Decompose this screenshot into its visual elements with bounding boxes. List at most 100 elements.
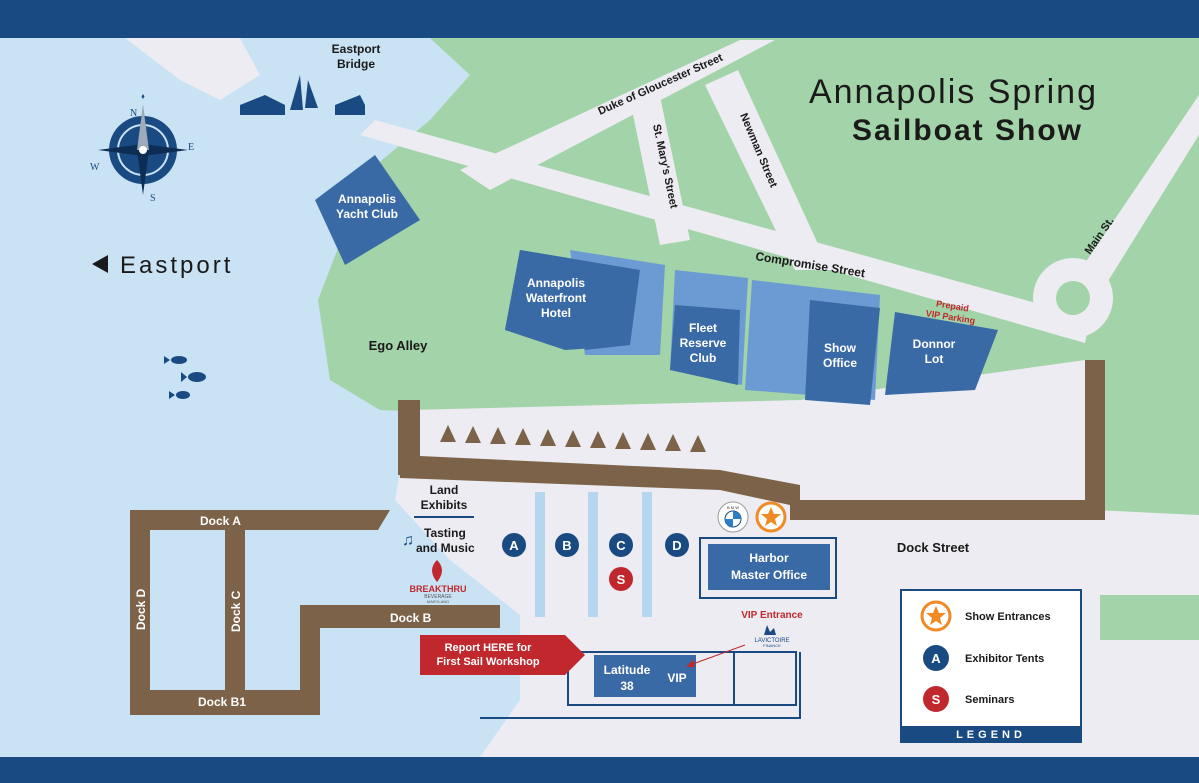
tent-c-marker <box>609 533 633 557</box>
compass-rose-icon <box>98 94 188 195</box>
bmw-text: B M W <box>727 505 739 510</box>
legend-label-seminars: Seminars <box>965 694 1015 706</box>
dock-a-label: Dock A <box>200 514 241 528</box>
walkway-outline <box>480 652 801 719</box>
land-exhibits-label-1: Land <box>430 483 459 497</box>
harbor-master-office <box>708 544 830 590</box>
lavictoire-logo-1: LAVICTOIRE <box>754 638 789 644</box>
show-entrance-star-icon <box>755 501 787 533</box>
st-marys-road <box>632 96 690 245</box>
tent-c-letter: C <box>616 538 626 553</box>
eastport-label: Eastport <box>120 252 233 279</box>
lavictoire-logo-icon <box>764 625 776 635</box>
bridge-shoal <box>125 38 260 100</box>
land-east <box>1100 595 1199 640</box>
breakthru-logo-3: MARYLAND <box>427 599 449 604</box>
yacht-club-label-2: Yacht Club <box>336 207 398 221</box>
vip-area-outline <box>567 651 797 706</box>
tent-markers: A B C D S <box>502 533 689 591</box>
tent-a-marker <box>502 533 526 557</box>
waterfront-hotel-front <box>505 250 640 350</box>
dock-c-pier <box>225 528 245 693</box>
lavictoire-logo-2: FINANCE <box>763 643 781 648</box>
donnor-label-1: Donnor <box>913 337 956 351</box>
report-here-banner: Report HERE for First Sail Workshop <box>420 635 585 675</box>
tent-b-marker <box>555 533 579 557</box>
legend-tent-letter: A <box>931 651 941 666</box>
roundabout-island <box>1056 281 1090 315</box>
latitude-label-2: 38 <box>620 679 634 693</box>
slip <box>640 433 656 450</box>
compass-s: S <box>150 193 156 204</box>
legend-seminar-marker <box>923 686 949 712</box>
compromise-street-road <box>360 120 1090 343</box>
fleet-label-1: Fleet <box>689 321 717 335</box>
slip <box>515 428 531 445</box>
legend-label-tents: Exhibitor Tents <box>965 653 1044 665</box>
slip <box>615 432 631 449</box>
tent-rows <box>535 492 652 617</box>
legend-tent-marker <box>923 645 949 671</box>
dock-street-label: Dock Street <box>897 540 970 555</box>
dock-d-label: Dock D <box>134 588 148 630</box>
tent-row <box>642 492 652 617</box>
show-office-label-1: Show <box>824 341 857 355</box>
bmw-logo: B M W <box>717 501 749 533</box>
hotel-label-2: Waterfront <box>526 291 586 305</box>
newman-road <box>705 70 830 270</box>
fish-icon <box>164 356 206 399</box>
latitude-label-1: Latitude <box>604 663 651 677</box>
vip-entrance-label: VIP Entrance <box>741 610 803 621</box>
tent-b-letter: B <box>562 538 571 553</box>
dock-c-label: Dock C <box>229 590 243 632</box>
donnor-lot <box>885 312 998 395</box>
seminar-letter: S <box>617 572 626 587</box>
compass-w: W <box>90 162 100 173</box>
slip <box>465 426 481 443</box>
fleet-label-2: Reserve <box>680 336 727 350</box>
fleet-reserve-club <box>670 305 740 385</box>
bridge-icon <box>240 75 365 115</box>
latitude-38-tent <box>594 655 696 697</box>
flame-icon <box>432 560 442 582</box>
breakthru-logo-2: BEVERAGE <box>424 594 452 600</box>
eastport-bridge-label-1: Eastport <box>332 42 381 56</box>
fleet-label-3: Club <box>690 351 717 365</box>
show-office-label-2: Office <box>823 356 857 370</box>
slip <box>590 431 606 448</box>
tent-d-marker <box>665 533 689 557</box>
legend-label-entrances: Show Entrances <box>965 611 1051 623</box>
land-exhibits-label-2: Exhibits <box>421 498 468 512</box>
eastport-bridge-label-2: Bridge <box>337 57 375 71</box>
harbor-label-2: Master Office <box>731 568 807 582</box>
tasting-label-2: and Music <box>416 541 475 555</box>
footer-bar <box>0 757 1199 783</box>
duke-street-road <box>460 40 775 190</box>
slip <box>490 427 506 444</box>
vip-label: VIP <box>667 671 686 685</box>
hotel-label-1: Annapolis <box>527 276 585 290</box>
slip <box>565 430 581 447</box>
legend-star-icon <box>920 600 952 632</box>
donnor-label-2: Lot <box>925 352 944 366</box>
tent-a-letter: A <box>509 538 519 553</box>
music-notes-icon: ♫ <box>402 532 414 549</box>
slip <box>440 425 456 442</box>
title-line-1: Annapolis Spring <box>809 73 1098 111</box>
main-street-road <box>1060 95 1199 310</box>
tent-row <box>588 492 598 617</box>
dock-outer-loop <box>130 510 500 715</box>
report-banner-1: Report HERE for <box>445 642 533 654</box>
slip <box>690 435 706 452</box>
report-banner-2: First Sail Workshop <box>436 656 539 668</box>
hotel-label-3: Hotel <box>541 306 571 320</box>
harbor-label-1: Harbor <box>749 551 789 565</box>
compass-n: N <box>130 108 137 119</box>
seawall-main <box>398 360 1105 520</box>
show-office <box>805 300 880 405</box>
vip-pointer-line <box>689 644 746 666</box>
slip <box>665 434 681 451</box>
header-bar <box>0 0 1199 38</box>
tent-d-letter: D <box>672 538 681 553</box>
